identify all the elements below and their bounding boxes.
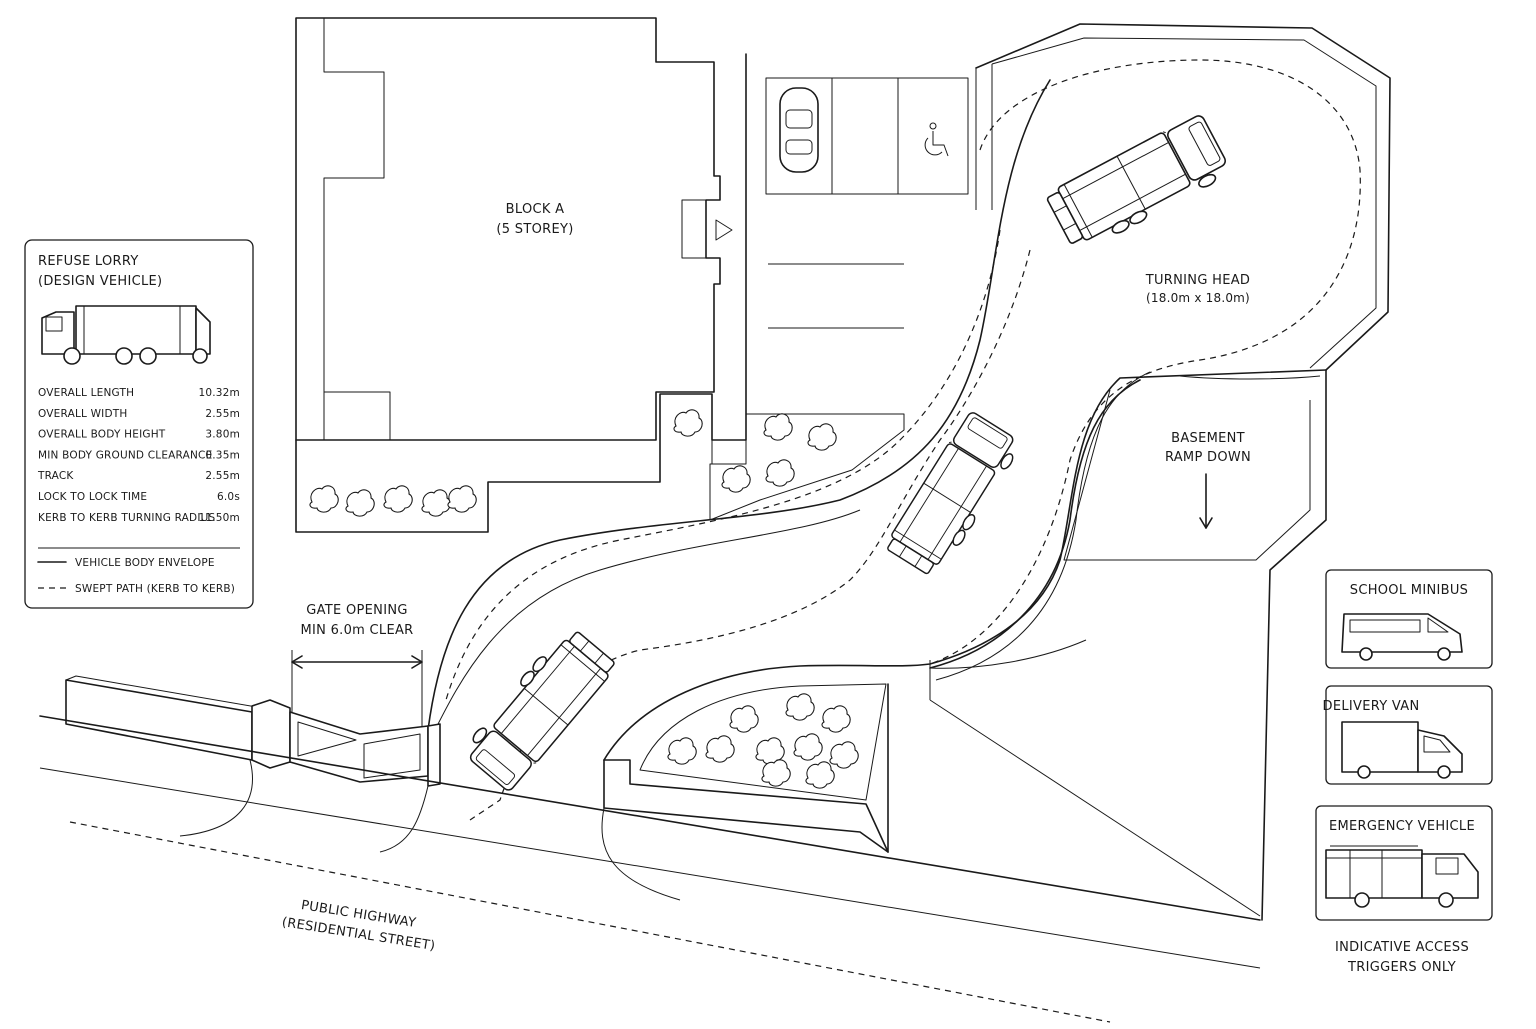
card-title: SCHOOL MINIBUS [1350, 583, 1468, 598]
spec-label: LOCK TO LOCK TIME [38, 491, 147, 503]
block-storeys: (5 STOREY) [496, 222, 573, 237]
car-icon [779, 87, 819, 173]
vehicle-card-minibus: SCHOOL MINIBUS [1325, 569, 1493, 669]
spec-value: 6.0s [217, 491, 240, 503]
gate-label-1: GATE OPENING [306, 603, 408, 618]
legend-title-2: (DESIGN VEHICLE) [38, 274, 162, 289]
block-name: BLOCK A [506, 202, 565, 217]
spec-value: 10.32m [199, 387, 241, 399]
key-dashed-label: SWEPT PATH (KERB TO KERB) [75, 583, 235, 595]
turning-head-label-2: (18.0m x 18.0m) [1146, 291, 1250, 305]
spec-value: 0.35m [205, 449, 240, 461]
triggers-note-2: TRIGGERS ONLY [1347, 960, 1456, 975]
refuse-lorry-icon [41, 305, 211, 365]
turning-head-label-1: TURNING HEAD [1145, 273, 1250, 288]
minibus-icon [1341, 613, 1463, 661]
spec-label: KERB TO KERB TURNING RADIUS [38, 512, 216, 524]
spec-label: TRACK [37, 470, 74, 482]
key-solid-label: VEHICLE BODY ENVELOPE [75, 557, 215, 569]
gate-label-2: MIN 6.0m CLEAR [300, 623, 413, 638]
public-highway: PUBLIC HIGHWAY (RESIDENTIAL STREET) [39, 715, 1261, 1023]
entrance-arrow-icon [715, 219, 733, 241]
spec-label: MIN BODY GROUND CLEARANCE [38, 449, 212, 461]
accessible-parking-icon [924, 122, 949, 157]
planter-bottom [603, 683, 889, 853]
card-title: EMERGENCY VEHICLE [1329, 819, 1475, 834]
down-arrow-icon [1199, 473, 1213, 529]
fire-engine-icon [1325, 845, 1479, 908]
spec-value: 11.50m [199, 512, 241, 524]
basement-ramp: BASEMENT RAMP DOWN [929, 369, 1327, 921]
legend-panel: REFUSE LORRY (DESIGN VEHICLE) OVERALL LE… [24, 239, 254, 609]
parking-area [765, 77, 969, 329]
legend-title-1: REFUSE LORRY [38, 254, 139, 269]
spec-value: 2.55m [205, 408, 240, 420]
block-a-building: BLOCK A (5 STOREY) [295, 17, 733, 441]
spec-label: OVERALL LENGTH [38, 387, 134, 399]
turning-head-wall [975, 23, 1391, 371]
refuse-lorry-icon [883, 409, 1025, 582]
van-icon [1341, 721, 1463, 779]
planter-front [309, 409, 905, 521]
spec-value: 2.55m [205, 470, 240, 482]
entrance-gate: GATE OPENING MIN 6.0m CLEAR [65, 603, 441, 787]
vehicle-card-emergency: EMERGENCY VEHICLE [1315, 805, 1493, 921]
basement-label-1: BASEMENT [1171, 431, 1245, 446]
refuse-lorry-icon [1043, 111, 1234, 257]
spec-label: OVERALL WIDTH [38, 408, 127, 420]
card-title: DELIVERY VAN [1323, 699, 1420, 714]
triggers-note-1: INDICATIVE ACCESS [1335, 940, 1469, 955]
spec-label: OVERALL BODY HEIGHT [38, 429, 166, 441]
vehicle-card-van: DELIVERY VAN [1323, 685, 1493, 785]
basement-label-2: RAMP DOWN [1165, 450, 1251, 465]
spec-value: 3.80m [205, 429, 240, 441]
